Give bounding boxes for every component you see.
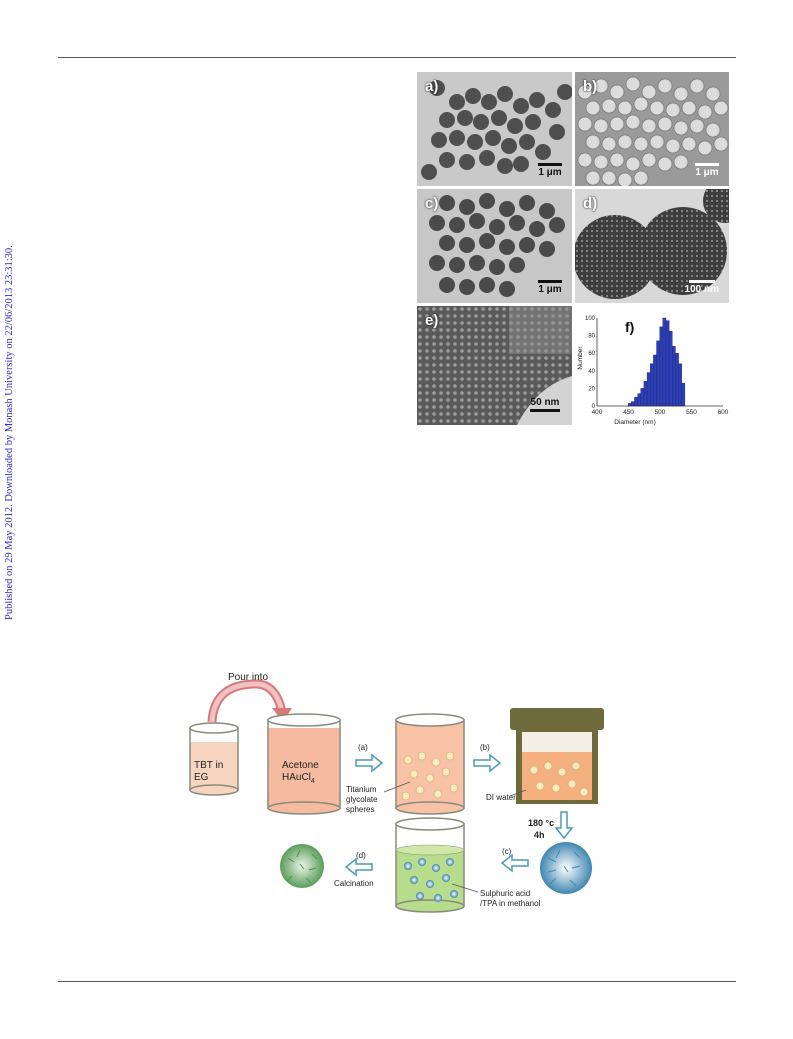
header-rule — [58, 57, 736, 58]
arrow-step-c — [500, 853, 529, 873]
titanium-label-2: glycolate — [346, 795, 378, 804]
panel-e-mesopores — [417, 306, 572, 425]
x-tick-label: 550 — [686, 409, 697, 416]
autoclave-time: 4h — [534, 830, 545, 840]
panel-b-spheres — [577, 76, 729, 186]
panel-b-sem-image: b) 1 μm — [575, 72, 729, 186]
beaker-titanium-glycolate — [395, 713, 465, 815]
panel-e-scale-label: 50 nm — [530, 397, 560, 408]
panel-f-label: f) — [625, 319, 634, 335]
titanium-label-1: Titanium — [346, 785, 377, 794]
step-d-label: (d) — [356, 851, 366, 860]
footer-rule — [58, 981, 736, 982]
beaker-acetone-haucl4 — [267, 713, 341, 815]
beaker1-line2: EG — [194, 772, 209, 783]
autoclave-temp: 180 °c — [528, 818, 554, 828]
sulphuric-label-1: Sulphuric acid — [480, 889, 530, 898]
di-water-label: DI water — [486, 793, 516, 802]
diameter-histogram: 400 450 500 550 600 0 20 40 60 80 100 Diameter (n… — [577, 316, 729, 426]
calcined-sphere — [280, 844, 324, 888]
y-tick-label: 0 — [592, 404, 596, 410]
panel-d-tem-image: d) 100 nm — [575, 189, 729, 303]
panel-d-scale-bar: 100 nm — [685, 280, 719, 295]
mesoporous-sphere — [540, 842, 592, 894]
y-tick-label: 100 — [585, 316, 596, 322]
arrow-step-d — [344, 857, 373, 877]
beaker-sulphuric-acid — [395, 817, 465, 913]
panel-b-label: b) — [583, 78, 598, 95]
step-c-label: (c) — [502, 847, 512, 856]
panel-d-scale-label: 100 nm — [684, 284, 719, 295]
beaker1-line1: TBT in — [194, 760, 223, 771]
y-tick-label: 80 — [588, 334, 595, 340]
arrow-step-b — [473, 753, 502, 773]
panel-a-tem-image: a) 1 μm — [417, 72, 572, 186]
pour-into-label: Pour into — [228, 672, 268, 683]
panel-a-scale-bar: 1 μm — [538, 163, 562, 178]
autoclave — [510, 708, 604, 804]
panel-b-scale-label: 1 μm — [695, 167, 719, 178]
y-tick-labels: 0 20 40 60 80 100 — [585, 316, 596, 410]
y-tick-label: 20 — [588, 386, 595, 392]
arrow-step-a — [355, 753, 384, 773]
sulphuric-label-2: /TPA in methanol — [480, 899, 541, 908]
titanium-label-3: spheres — [346, 805, 374, 814]
panel-e-label: e) — [425, 312, 439, 329]
x-tick-label: 400 — [592, 409, 603, 416]
step-a-label: (a) — [358, 743, 368, 752]
panel-a-label: a) — [425, 78, 439, 95]
step-b-label: (b) — [480, 743, 490, 752]
panel-e-hrtem-image: e) 50 nm — [417, 306, 572, 425]
panel-a-scale-label: 1 μm — [538, 167, 562, 178]
y-tick-label: 40 — [588, 369, 595, 375]
x-tick-labels: 400 450 500 550 600 — [592, 409, 729, 416]
beaker2-line1: Acetone — [282, 760, 319, 771]
panel-c-spheres — [429, 193, 565, 297]
beaker2-line2: HAuCl4 — [282, 772, 315, 785]
panel-c-tem-image: c) 1 μm — [417, 189, 572, 303]
panel-c-label: c) — [425, 195, 439, 212]
beaker-tbt-eg — [189, 722, 239, 796]
panel-c-scale-label: 1 μm — [538, 284, 562, 295]
x-tick-label: 450 — [623, 409, 634, 416]
y-tick-label: 60 — [588, 351, 595, 357]
x-tick-label: 600 — [718, 409, 729, 416]
y-axis-label: Number — [577, 346, 584, 370]
panel-b-scale-bar: 1 μm — [695, 163, 719, 178]
panel-c-scale-bar: 1 μm — [538, 280, 562, 295]
x-axis-label: Diameter (nm) — [614, 419, 656, 426]
calcination-label: Calcination — [334, 879, 374, 888]
x-tick-label: 500 — [655, 409, 666, 416]
panel-e-scale-bar: 50 nm — [530, 397, 560, 413]
panel-f-histogram: 400 450 500 550 600 0 20 40 60 80 100 Diameter (n… — [575, 306, 729, 430]
panel-d-spheres — [575, 189, 729, 299]
panel-d-label: d) — [583, 195, 598, 212]
panel-a-spheres — [421, 80, 572, 180]
arrow-down — [554, 811, 574, 840]
